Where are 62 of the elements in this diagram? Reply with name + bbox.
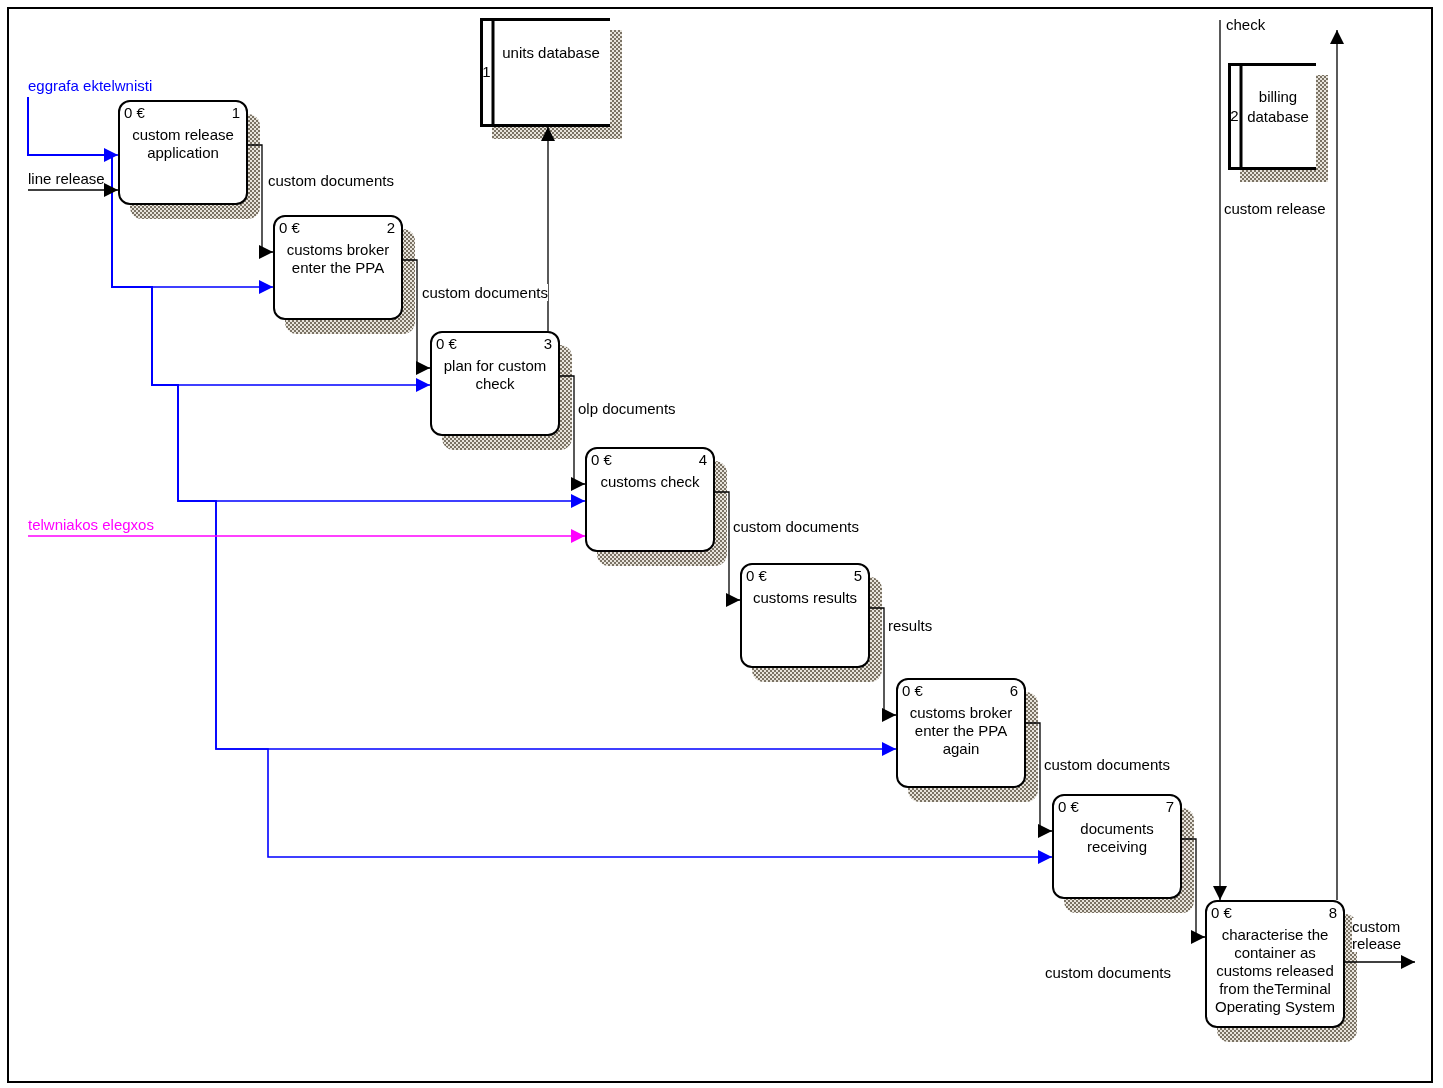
process-box xyxy=(273,215,403,320)
arrow xyxy=(541,126,555,332)
process-name: plan for custom check xyxy=(442,357,548,393)
arrow xyxy=(27,183,119,197)
arrow xyxy=(27,529,586,543)
process-number: 2 xyxy=(386,219,395,236)
process-name: customs broker enter the PPA again xyxy=(908,704,1014,758)
process-box xyxy=(740,563,870,668)
edge-label: check xyxy=(1226,16,1266,33)
process-cost: 0 € xyxy=(436,335,457,352)
arrow xyxy=(27,96,1053,864)
process-name: customs check xyxy=(599,473,701,491)
store-name: units database xyxy=(501,42,601,63)
edge-label: custom documents xyxy=(268,172,394,189)
store-name: billing database xyxy=(1246,86,1310,127)
process-box xyxy=(1052,794,1182,899)
process-cost: 0 € xyxy=(1211,904,1232,921)
process-box xyxy=(1205,900,1345,1028)
process-number: 7 xyxy=(1165,798,1174,815)
process-box xyxy=(896,678,1026,788)
arrow xyxy=(1344,955,1416,969)
process-cost: 0 € xyxy=(279,219,300,236)
edge-label: results xyxy=(888,617,933,634)
arrow xyxy=(1213,19,1227,901)
process-number: 4 xyxy=(698,451,707,468)
process-name: customs results xyxy=(751,589,859,607)
arrow xyxy=(1181,838,1206,944)
arrow xyxy=(869,607,897,722)
process-box xyxy=(118,100,248,205)
edge-label: custom documents xyxy=(1044,756,1170,773)
process-name: customs broker enter the PPA xyxy=(285,241,391,277)
external-source-label: eggrafa ektelwnisti xyxy=(28,75,153,97)
arrow xyxy=(714,491,741,607)
arrow xyxy=(247,144,274,259)
process-number: 5 xyxy=(853,567,862,584)
external-source-label: line release xyxy=(28,168,105,190)
edge-label: custom release xyxy=(1224,200,1326,217)
process-number: 6 xyxy=(1009,682,1018,699)
arrow xyxy=(1025,722,1053,838)
external-source-label: telwniakos elegxos xyxy=(28,514,154,536)
edge-label: custom documents xyxy=(733,518,859,535)
edge-label: olp documents xyxy=(578,400,676,417)
process-name: documents receiving xyxy=(1079,820,1155,856)
process-name: characterise the container as customs released from theTerminal Operating System xyxy=(1213,926,1337,1016)
process-number: 8 xyxy=(1328,904,1337,921)
process-cost: 0 € xyxy=(591,451,612,468)
process-number: 1 xyxy=(231,104,240,121)
edge-label: custom documents xyxy=(422,284,548,301)
process-cost: 0 € xyxy=(1058,798,1079,815)
process-number: 3 xyxy=(543,335,552,352)
process-cost: 0 € xyxy=(124,104,145,121)
arrow xyxy=(559,375,586,491)
process-cost: 0 € xyxy=(902,682,923,699)
store-number: 1 xyxy=(481,62,492,80)
arrow xyxy=(402,259,431,375)
process-cost: 0 € xyxy=(746,567,767,584)
process-box xyxy=(585,447,715,552)
process-name: custom release application xyxy=(131,126,235,162)
store-number: 2 xyxy=(1229,106,1240,124)
edge-label: custom documents xyxy=(1045,964,1171,981)
arrow xyxy=(1330,29,1344,901)
process-box xyxy=(430,331,560,436)
